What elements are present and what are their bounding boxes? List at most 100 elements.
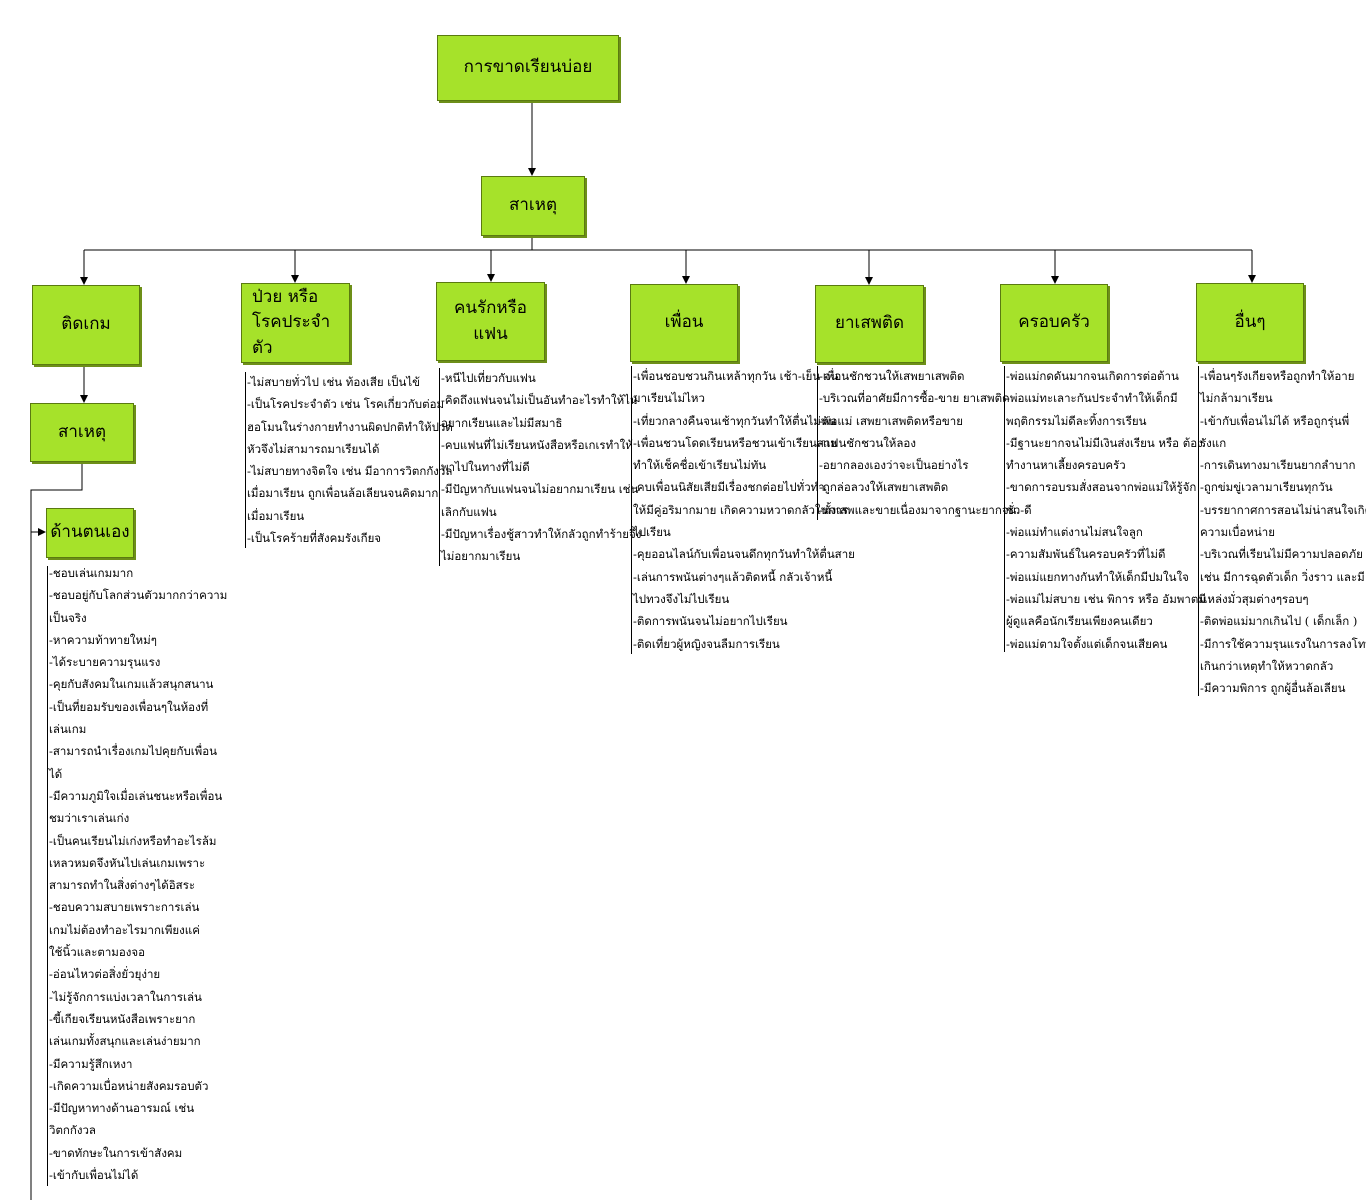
list-item-line: -เพื่อนชวนโดดเรียนหรือชวนเข้าเรียนสาย — [633, 435, 838, 450]
list-item-line: รังแก — [1200, 435, 1227, 450]
list-item: -พ่อแม่แยกทางกันทำให้เด็กมีปมในใจ — [1006, 566, 1189, 588]
list-item: -ขี้เกียจเรียนหนังสือเพราะยากเล่นเกมทั้ง… — [49, 1008, 219, 1053]
list-item: -ขาดการอบรมสั่งสอนจากพ่อแม่ให้รู้จักชั่ว… — [1006, 476, 1196, 521]
self-node: ด้านตนเอง — [46, 508, 134, 558]
list-item-line: -เป็นคนเรียนไม่เก่งหรือทำอะไรล้ม — [49, 833, 217, 848]
list-item: -คบแฟนที่ไม่เรียนหนังสือหรือเกเรทำให้พาไ… — [441, 434, 633, 479]
list-item-line: ไปทวงจึงไม่ไปเรียน — [633, 591, 730, 606]
list-item: -ติดการพนันจนไม่อยากไปเรียน — [633, 610, 813, 632]
list-item-line: -ได้ระบายความรุนแรง — [49, 655, 161, 670]
list-item: -ถูกล่อลวงให้เสพยาเสพติด — [819, 476, 999, 498]
list-item-line: -ไม่สบายทางจิตใจ เช่น มีอาการวิตกกังวล — [247, 464, 453, 479]
list-item-line: -สามารถนำเรื่องเกมไปคุยกับเพื่อน — [49, 744, 218, 759]
category-friend-title: เพื่อน — [664, 312, 704, 333]
list-item: -อ่อนไหวต่อสิ่งยั่วยุง่าย — [49, 963, 219, 985]
list-item-line: -เกิดความเบื่อหน่ายสังคมรอบตัว — [49, 1078, 209, 1093]
root-title: การขาดเรียนบ่อย — [463, 57, 593, 78]
list-item: -ไม่รู้จักการแบ่งเวลาในการเล่น — [49, 986, 219, 1008]
list-item-line: -มีความพิการ ถูกผู้อื่นล้อเลียน — [1200, 681, 1346, 696]
list-item-line: มาเรียนไม่ไหว — [633, 391, 705, 406]
list-item: -บริเวณที่อาศัยมีการซื้อ-ขาย ยาเสพติด — [819, 387, 1010, 409]
list-item-line: -หนีไปเที่ยวกับแฟน — [441, 371, 536, 385]
list-item: -ชอบความสบายเพราะการเล่นเกมไม่ต้องทำอะไร… — [49, 896, 219, 963]
list-item-line: -ชอบอยู่กับโลกส่วนตัวมากกว่าความ — [49, 588, 228, 603]
list-item: -มีปัญหาเรื่องชู้สาวทำให้กลัวถูกทำร้ายจึ… — [441, 523, 642, 568]
list-item-line: -บรรยากาศการสอนไม่น่าสนใจเกิด — [1200, 502, 1366, 517]
list-item: -ติดเที่ยวผู้หญิงจนลืมการเรียน — [633, 633, 813, 655]
category-drug: ยาเสพติด — [815, 285, 924, 363]
list-item-line: ไม่กล้ามาเรียน — [1200, 391, 1273, 406]
list-item-line: เกินกว่าเหตุทำให้หวาดกลัว — [1200, 658, 1334, 673]
list-item-line: วิตกกังวล — [49, 1123, 96, 1138]
list-item: -ได้ระบายความรุนแรง — [49, 651, 219, 673]
list-item-line: ใช้นิ้วและตามองจอ — [49, 945, 146, 960]
list-item-line: -บริเวณที่เรียนไม่มีความปลอดภัย — [1200, 547, 1363, 562]
list-item-line: เล่นเกม — [49, 722, 87, 737]
category-lover-title: คนรักหรือแฟน — [454, 298, 527, 344]
list-item: -สามารถนำเรื่องเกมไปคุยกับเพื่อนได้ — [49, 740, 219, 785]
list-item: -หนีไปเที่ยวกับแฟน — [441, 367, 626, 389]
list-item-line: -ความสัมพันธ์ในครอบครัวที่ไม่ดี — [1006, 547, 1166, 562]
list-item-line: -พ่อแม่ เสพยาเสพติดหรือขาย — [819, 413, 963, 428]
list-item-line: -ทั้งเสพและขายเนื่องมาจากฐานะยากจน — [819, 502, 1017, 517]
list-item-line: -เข้ากับเพื่อนไม่ได้ หรือถูกรุ่นพี่ — [1200, 413, 1350, 428]
category-game: ติดเกม — [32, 285, 140, 365]
family-list: -พ่อแม่กดดันมากจนเกิดการต่อต้าน -พ่อแม่ทะ… — [1006, 365, 1206, 655]
list-item-line: -คิดถึงแฟนจนไม่เป็นอันทำอะไรทำให้ไม่ — [441, 393, 638, 408]
category-other: อื่นๆ — [1196, 283, 1304, 362]
list-item-line: -พ่อแม่ไม่สบาย เช่น พิการ หรือ อัมพาตมี — [1006, 591, 1206, 606]
list-item: -ถูกข่มขู่เวลามาเรียนทุกวัน — [1200, 476, 1362, 498]
list-item-line: เช่น มีการฉุดตัวเด็ก วิ่งราว และมี — [1200, 569, 1365, 584]
list-item: -พ่อแม่ไม่สบาย เช่น พิการ หรือ อัมพาตมีผ… — [1006, 588, 1206, 633]
list-item-line: -เที่ยวกลางคืนจนเช้าทุกวันทำให้ตื่นไม่ทั… — [633, 413, 837, 428]
list-item-line: -มีความภูมิใจเมื่อเล่นชนะหรือเพื่อน — [49, 788, 223, 803]
list-item: -ทั้งเสพและขายเนื่องมาจากฐานะยากจน — [819, 499, 1017, 521]
list-item-line: เกมไม่ต้องทำอะไรมากเพียงแค่ — [49, 922, 200, 937]
list-item: -เพื่อนๆรังเกียจหรือถูกทำให้อายไม่กล้ามา… — [1200, 365, 1362, 410]
category-sick-title-1: ป่วย หรือ — [252, 286, 319, 307]
list-item: -พ่อแม่ เสพยาเสพติดหรือขาย — [819, 410, 999, 432]
root-node: การขาดเรียนบ่อย — [437, 35, 619, 101]
list-item-line: ชั่ว-ดี — [1006, 502, 1032, 517]
list-item: -เป็นโรคประจำตัว เช่น โรคเกี่ยวกับต่อมฮอ… — [247, 393, 453, 460]
list-item: -ชอบเล่นเกมมาก — [49, 562, 219, 584]
list-item: -บริเวณที่เรียนไม่มีความปลอดภัยเช่น มีกา… — [1200, 543, 1365, 610]
cause-node: สาเหตุ — [481, 176, 585, 236]
list-item: -ติดพ่อแม่มากเกินไป ( เด็กเล็ก ) — [1200, 610, 1362, 632]
list-item-line: ผู้ดูแลคือนักเรียนเพียงคนเดียว — [1006, 614, 1153, 629]
list-item: -เพื่อนชวนโดดเรียนหรือชวนเข้าเรียนสายทำใ… — [633, 432, 838, 477]
list-item-line: -ติดเที่ยวผู้หญิงจนลืมการเรียน — [633, 636, 780, 651]
list-item-line: -ติดการพนันจนไม่อยากไปเรียน — [633, 614, 788, 629]
list-item: -มีความรู้สึกเหงา — [49, 1053, 219, 1075]
friend-list: -เพื่อนชอบชวนกินเหล้าทุกวัน เช้า-เย็น จน… — [633, 365, 855, 655]
list-item-line: ความเบื่อหน่าย — [1200, 525, 1275, 540]
list-item: -มีการใช้ความรุนแรงในการลงโทษที่เกินกว่า… — [1200, 633, 1366, 678]
list-item: -พ่อแม่ตามใจตั้งแต่เด็กจนเสียคน — [1006, 633, 1186, 655]
category-sick: ป่วย หรือ โรคประจำตัว — [241, 283, 350, 363]
list-item-line: -พ่อแม่กดดันมากจนเกิดการต่อต้าน — [1006, 369, 1179, 383]
list-item: -เป็นโรคร้ายที่สังคมรังเกียจ — [247, 527, 437, 549]
list-item-line: -คบแฟนที่ไม่เรียนหนังสือหรือเกเรทำให้ — [441, 437, 633, 452]
sick-list: -ไม่สบายทั่วไป เช่น ท้องเสีย เป็นไข้-เป็… — [247, 371, 453, 549]
list-item-line: -ถูกข่มขู่เวลามาเรียนทุกวัน — [1200, 480, 1333, 495]
list-item-line: -เพื่อนๆรังเกียจหรือถูกทำให้อาย — [1200, 369, 1355, 383]
category-lover: คนรักหรือแฟน — [436, 282, 545, 361]
list-item: -คิดถึงแฟนจนไม่เป็นอันทำอะไรทำให้ไม่อยาก… — [441, 389, 638, 434]
list-item-line: -มีปัญหาทางด้านอารมณ์ เช่น — [49, 1101, 195, 1116]
list-item-line: -มีปัญหากับแฟนจนไม่อยากมาเรียน เช่น — [441, 482, 639, 497]
list-item: -คุยออนไลน์กับเพื่อนจนดึกทุกวันทำให้ตื่น… — [633, 543, 855, 565]
list-item: -พ่อแม่ทะเลาะกันประจำทำให้เด็กมีพฤติกรรม… — [1006, 387, 1186, 432]
category-drug-title: ยาเสพติด — [835, 313, 904, 334]
list-item-line: -เล่นการพนันต่างๆแล้วติดหนี้ กลัวเจ้าหนี… — [633, 569, 833, 584]
list-item-line: ชมว่าเราเล่นเก่ง — [49, 811, 130, 826]
list-item-line: เหลวหมดจึงหันไปเล่นเกมเพราะ — [49, 855, 206, 870]
list-item-line: -มีปัญหาเรื่องชู้สาวทำให้กลัวถูกทำร้ายจึ… — [441, 527, 642, 542]
category-family: ครอบครัว — [1000, 284, 1108, 362]
list-item-line: -พ่อแม่ตามใจตั้งแต่เด็กจนเสียคน — [1006, 636, 1168, 651]
game-cause-title: สาเหตุ — [58, 421, 106, 442]
list-item: -มีความภูมิใจเมื่อเล่นชนะหรือเพื่อนชมว่า… — [49, 785, 223, 830]
list-item: -แฟนชักชวนให้ลอง — [819, 432, 999, 454]
list-item-line: ฮอโมนในร่างกายทำงานผิดปกติทำให้ปวด — [247, 419, 453, 434]
list-item-line: -เพื่อนชักชวนให้เสพยาเสพติด — [819, 369, 965, 383]
